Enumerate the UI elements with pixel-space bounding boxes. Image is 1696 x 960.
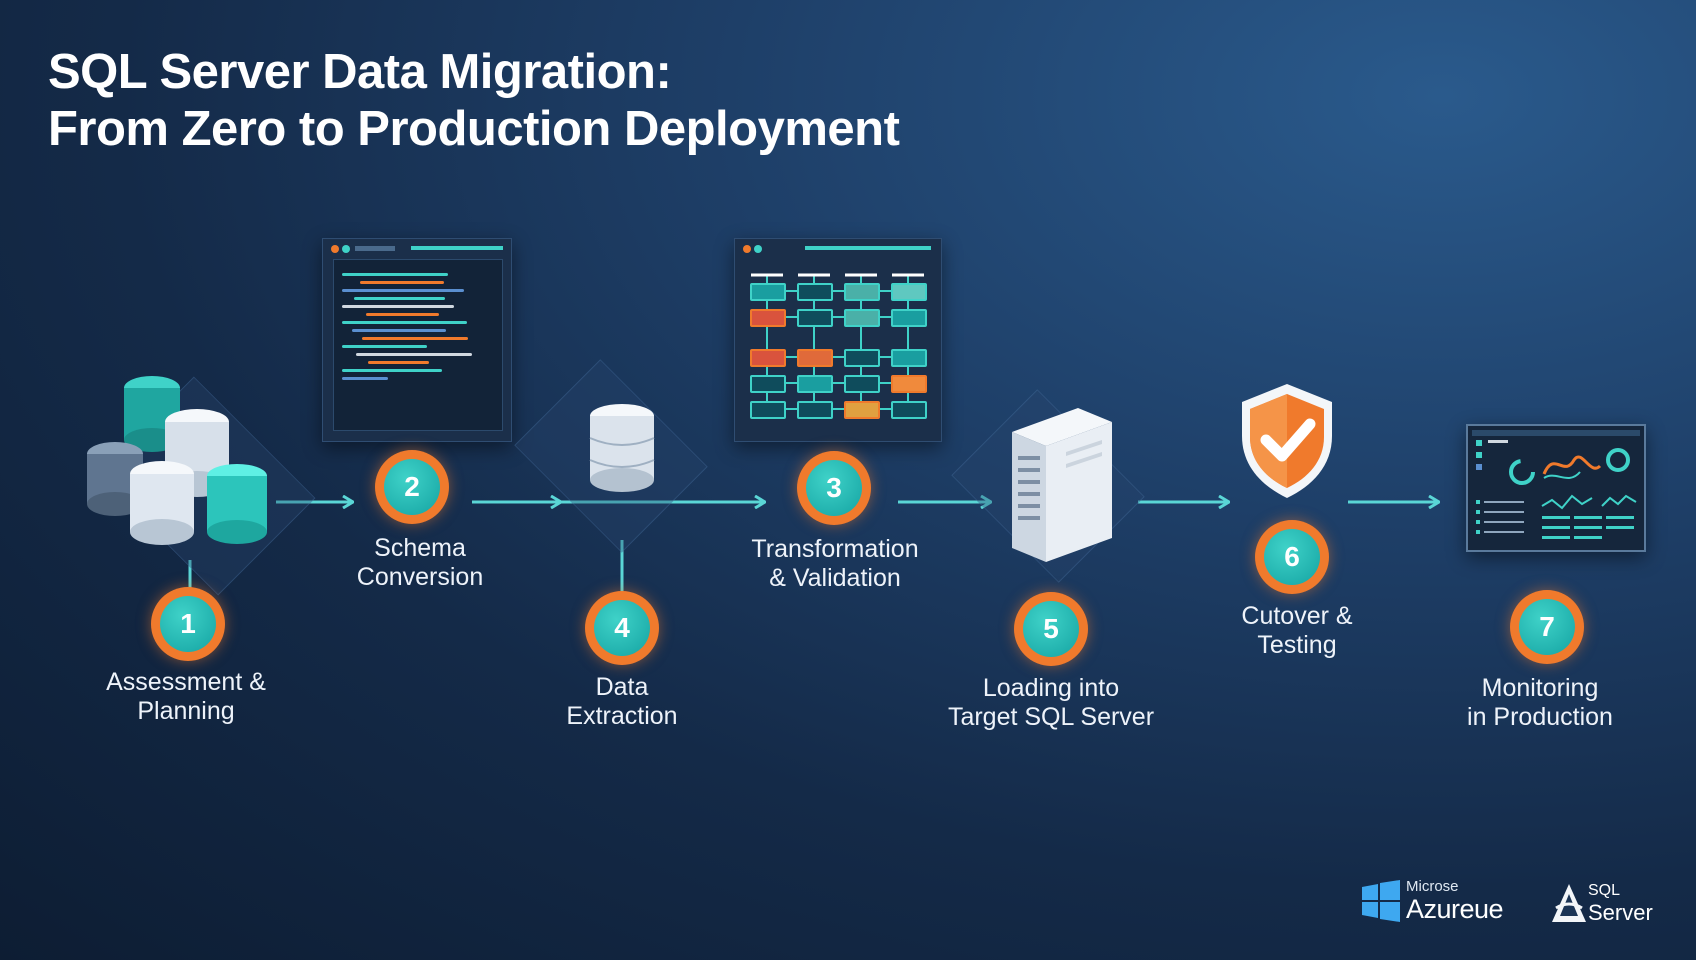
- azure-logo-top: Microse: [1406, 878, 1459, 895]
- step-label-3: Transformation& Validation: [751, 535, 919, 592]
- title-line-1: SQL Server Data Migration:: [48, 45, 672, 99]
- step-label-1: Assessment &Planning: [106, 668, 266, 725]
- step-badge-3: 3: [797, 451, 871, 525]
- shield-check-icon: [1242, 384, 1332, 498]
- step-badge-5: 5: [1014, 592, 1088, 666]
- transform-grid-icon: [734, 238, 942, 442]
- sql-logo-main: Server: [1588, 900, 1653, 925]
- page-title: SQL Server Data Migration: From Zero to …: [48, 44, 900, 158]
- step-badge-6: 6: [1255, 520, 1329, 594]
- windows-icon: [1362, 880, 1400, 922]
- code-editor-icon: [322, 238, 512, 442]
- server-tower-icon: [1012, 408, 1112, 562]
- database-stack-icon: [87, 376, 267, 545]
- step-badge-2: 2: [375, 450, 449, 524]
- step-label-6: Cutover &Testing: [1241, 602, 1353, 659]
- azure-logo-main: Azureue: [1406, 894, 1504, 924]
- dashboard-monitor-icon: [1466, 424, 1646, 552]
- title-line-2: From Zero to Production Deployment: [48, 102, 900, 156]
- sql-logo-top: SQL: [1588, 882, 1621, 899]
- database-icon: [589, 404, 655, 492]
- step-badge-4: 4: [585, 591, 659, 665]
- sql-server-icon: [1552, 884, 1586, 922]
- step-badge-7: 7: [1510, 590, 1584, 664]
- sql-server-logo: SQL Server: [1552, 880, 1662, 930]
- step-badge-1: 1: [151, 587, 225, 661]
- azure-logo: Microse Azureue: [1362, 878, 1522, 928]
